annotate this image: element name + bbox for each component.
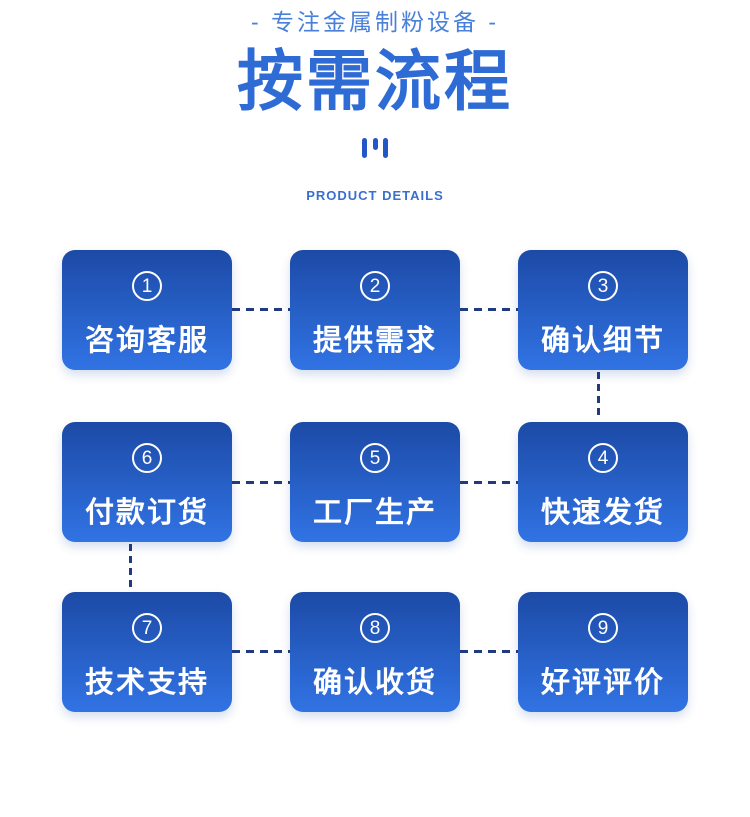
step-number-badge: 6 — [132, 443, 162, 473]
tagline: - 专注金属制粉设备 - — [250, 9, 500, 35]
step-number-badge: 3 — [588, 271, 618, 301]
step-number-badge: 9 — [588, 613, 618, 643]
connector-8-9 — [460, 650, 518, 653]
flow-step-5: 5 工厂生产 — [290, 422, 460, 542]
step-number-badge: 7 — [132, 613, 162, 643]
connector-2-3 — [460, 308, 518, 311]
connector-3-4 — [597, 372, 600, 420]
flow-step-8: 8 确认收货 — [290, 592, 460, 712]
step-label: 技术支持 — [84, 667, 209, 699]
step-number: 5 — [369, 447, 381, 469]
step-number: 3 — [597, 275, 609, 297]
step-number: 8 — [369, 617, 381, 639]
bar-right — [383, 138, 388, 158]
flow-step-7: 7 技术支持 — [62, 592, 232, 712]
step-number-badge: 1 — [132, 271, 162, 301]
step-label: 付款订货 — [84, 497, 209, 529]
step-label: 提供需求 — [312, 325, 437, 357]
flow-step-1: 1 咨询客服 — [62, 250, 232, 370]
flow-step-4: 4 快速发货 — [518, 422, 688, 542]
step-number: 4 — [597, 447, 609, 469]
connector-6-7 — [129, 544, 132, 590]
three-bars-icon — [362, 138, 388, 160]
step-number-badge: 2 — [360, 271, 390, 301]
step-number-badge: 5 — [360, 443, 390, 473]
step-number-badge: 4 — [588, 443, 618, 473]
flow-step-3: 3 确认细节 — [518, 250, 688, 370]
step-label: 快速发货 — [540, 497, 665, 529]
flow-step-2: 2 提供需求 — [290, 250, 460, 370]
step-number: 6 — [141, 447, 153, 469]
flow-step-9: 9 好评评价 — [518, 592, 688, 712]
connector-5-4 — [460, 481, 518, 484]
bar-left — [362, 138, 367, 158]
step-label: 确认收货 — [312, 667, 437, 699]
step-number: 7 — [141, 617, 153, 639]
step-label: 好评评价 — [540, 667, 665, 699]
flow-step-6: 6 付款订货 — [62, 422, 232, 542]
connector-7-8 — [232, 650, 290, 653]
bar-middle — [372, 138, 378, 150]
step-number-badge: 8 — [360, 613, 390, 643]
step-number: 9 — [597, 617, 609, 639]
step-label: 确认细节 — [540, 325, 665, 357]
subtitle-product-details: PRODUCT DETAILS — [306, 188, 444, 203]
connector-6-5 — [232, 481, 290, 484]
page-title: 按需流程 — [237, 44, 513, 118]
connector-1-2 — [232, 308, 290, 311]
step-label: 工厂生产 — [312, 497, 437, 529]
step-number: 2 — [369, 275, 381, 297]
step-label: 咨询客服 — [84, 325, 209, 357]
step-number: 1 — [141, 275, 153, 297]
